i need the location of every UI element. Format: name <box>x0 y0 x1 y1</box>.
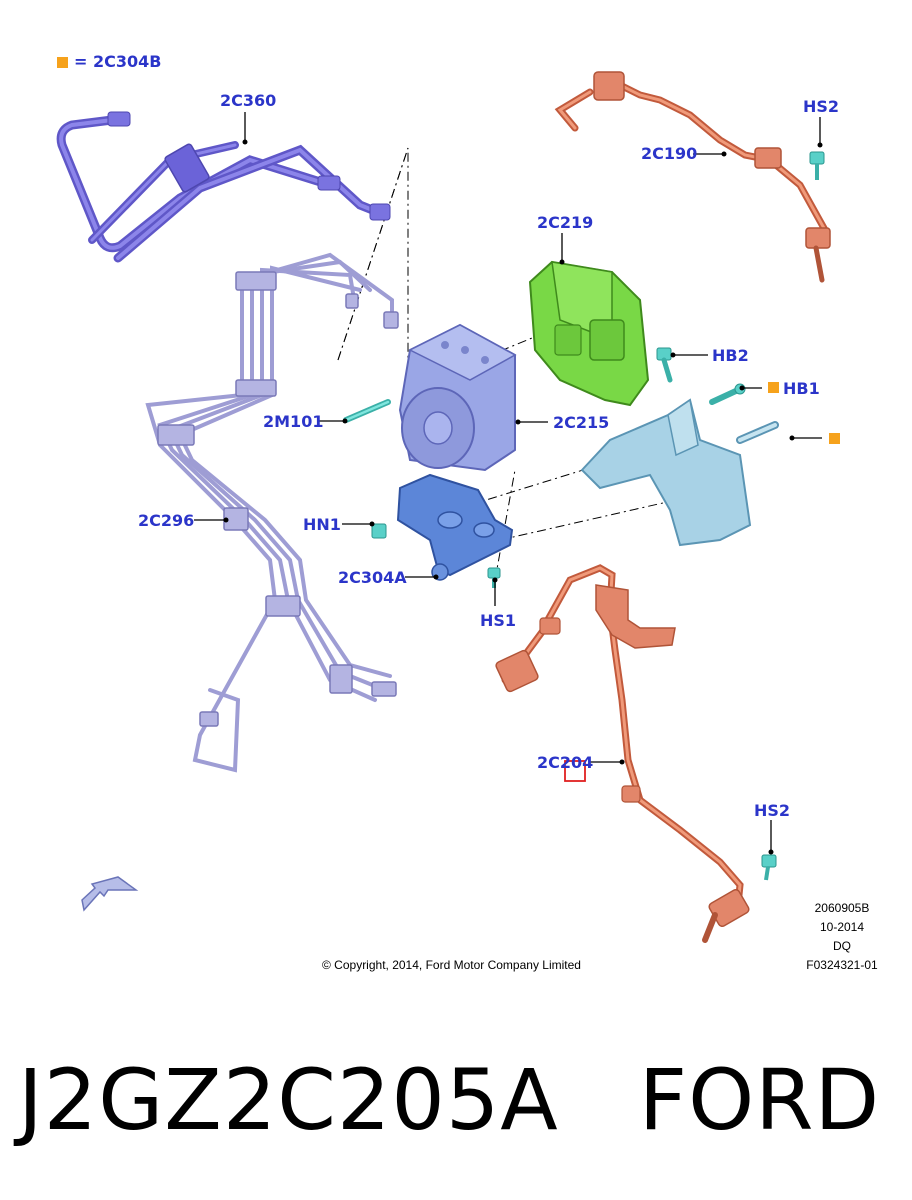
highlight-box <box>564 760 586 782</box>
legend-label: = 2C304B <box>74 52 162 71</box>
callout-hb1: HB1 <box>783 379 820 398</box>
drawing-id: F0324321-01 <box>806 958 878 972</box>
brand-name: FORD <box>638 1051 881 1149</box>
callout-2c296: 2C296 <box>138 511 195 530</box>
hose-2c360 <box>56 111 391 263</box>
leader-lines <box>194 112 823 855</box>
drawing-ref-number: 2060905B <box>814 901 870 915</box>
callout-2m101: 2M101 <box>263 412 324 431</box>
callout-2c360: 2C360 <box>220 91 277 110</box>
callout-2c304a: 2C304A <box>338 568 407 587</box>
callout-2c190: 2C190 <box>641 144 698 163</box>
callout-hs2-top: HS2 <box>803 97 840 116</box>
drawing-date: 10-2014 <box>819 920 865 934</box>
copyright-notice: © Copyright, 2014, Ford Motor Company Li… <box>322 958 581 972</box>
bracket-2c304a <box>396 473 514 581</box>
drawing-code: DQ <box>833 939 851 953</box>
hydraulic-block-2c215 <box>398 323 517 472</box>
bolt-hs2-bottom <box>761 854 777 881</box>
callout-hb1-swatch <box>768 382 779 393</box>
part-number: J2GZ2C205A <box>18 1051 559 1149</box>
legend-swatch <box>57 57 68 68</box>
parts-diagram <box>56 71 831 943</box>
nut-hn1 <box>371 523 387 539</box>
sensor-2c190 <box>554 71 831 283</box>
callout-2c304b-swatch <box>829 433 840 444</box>
callout-hn1: HN1 <box>303 515 341 534</box>
callout-2c215: 2C215 <box>553 413 610 432</box>
brake-line-clips <box>157 271 399 727</box>
callout-hs1: HS1 <box>480 611 517 630</box>
direction-arrow-icon <box>81 876 139 912</box>
callout-hs2-bottom: HS2 <box>754 801 791 820</box>
callout-2c219: 2C219 <box>537 213 594 232</box>
module-2c219 <box>528 260 650 407</box>
sensor-2c204 <box>495 564 750 943</box>
bolt-2m101 <box>343 399 391 423</box>
bolt-hb2 <box>656 347 673 383</box>
bracket-2c304b <box>580 398 779 547</box>
callout-hb2: HB2 <box>712 346 749 365</box>
bolt-hs2-top <box>809 151 825 180</box>
callout-2c204: 2C204 <box>537 753 594 772</box>
